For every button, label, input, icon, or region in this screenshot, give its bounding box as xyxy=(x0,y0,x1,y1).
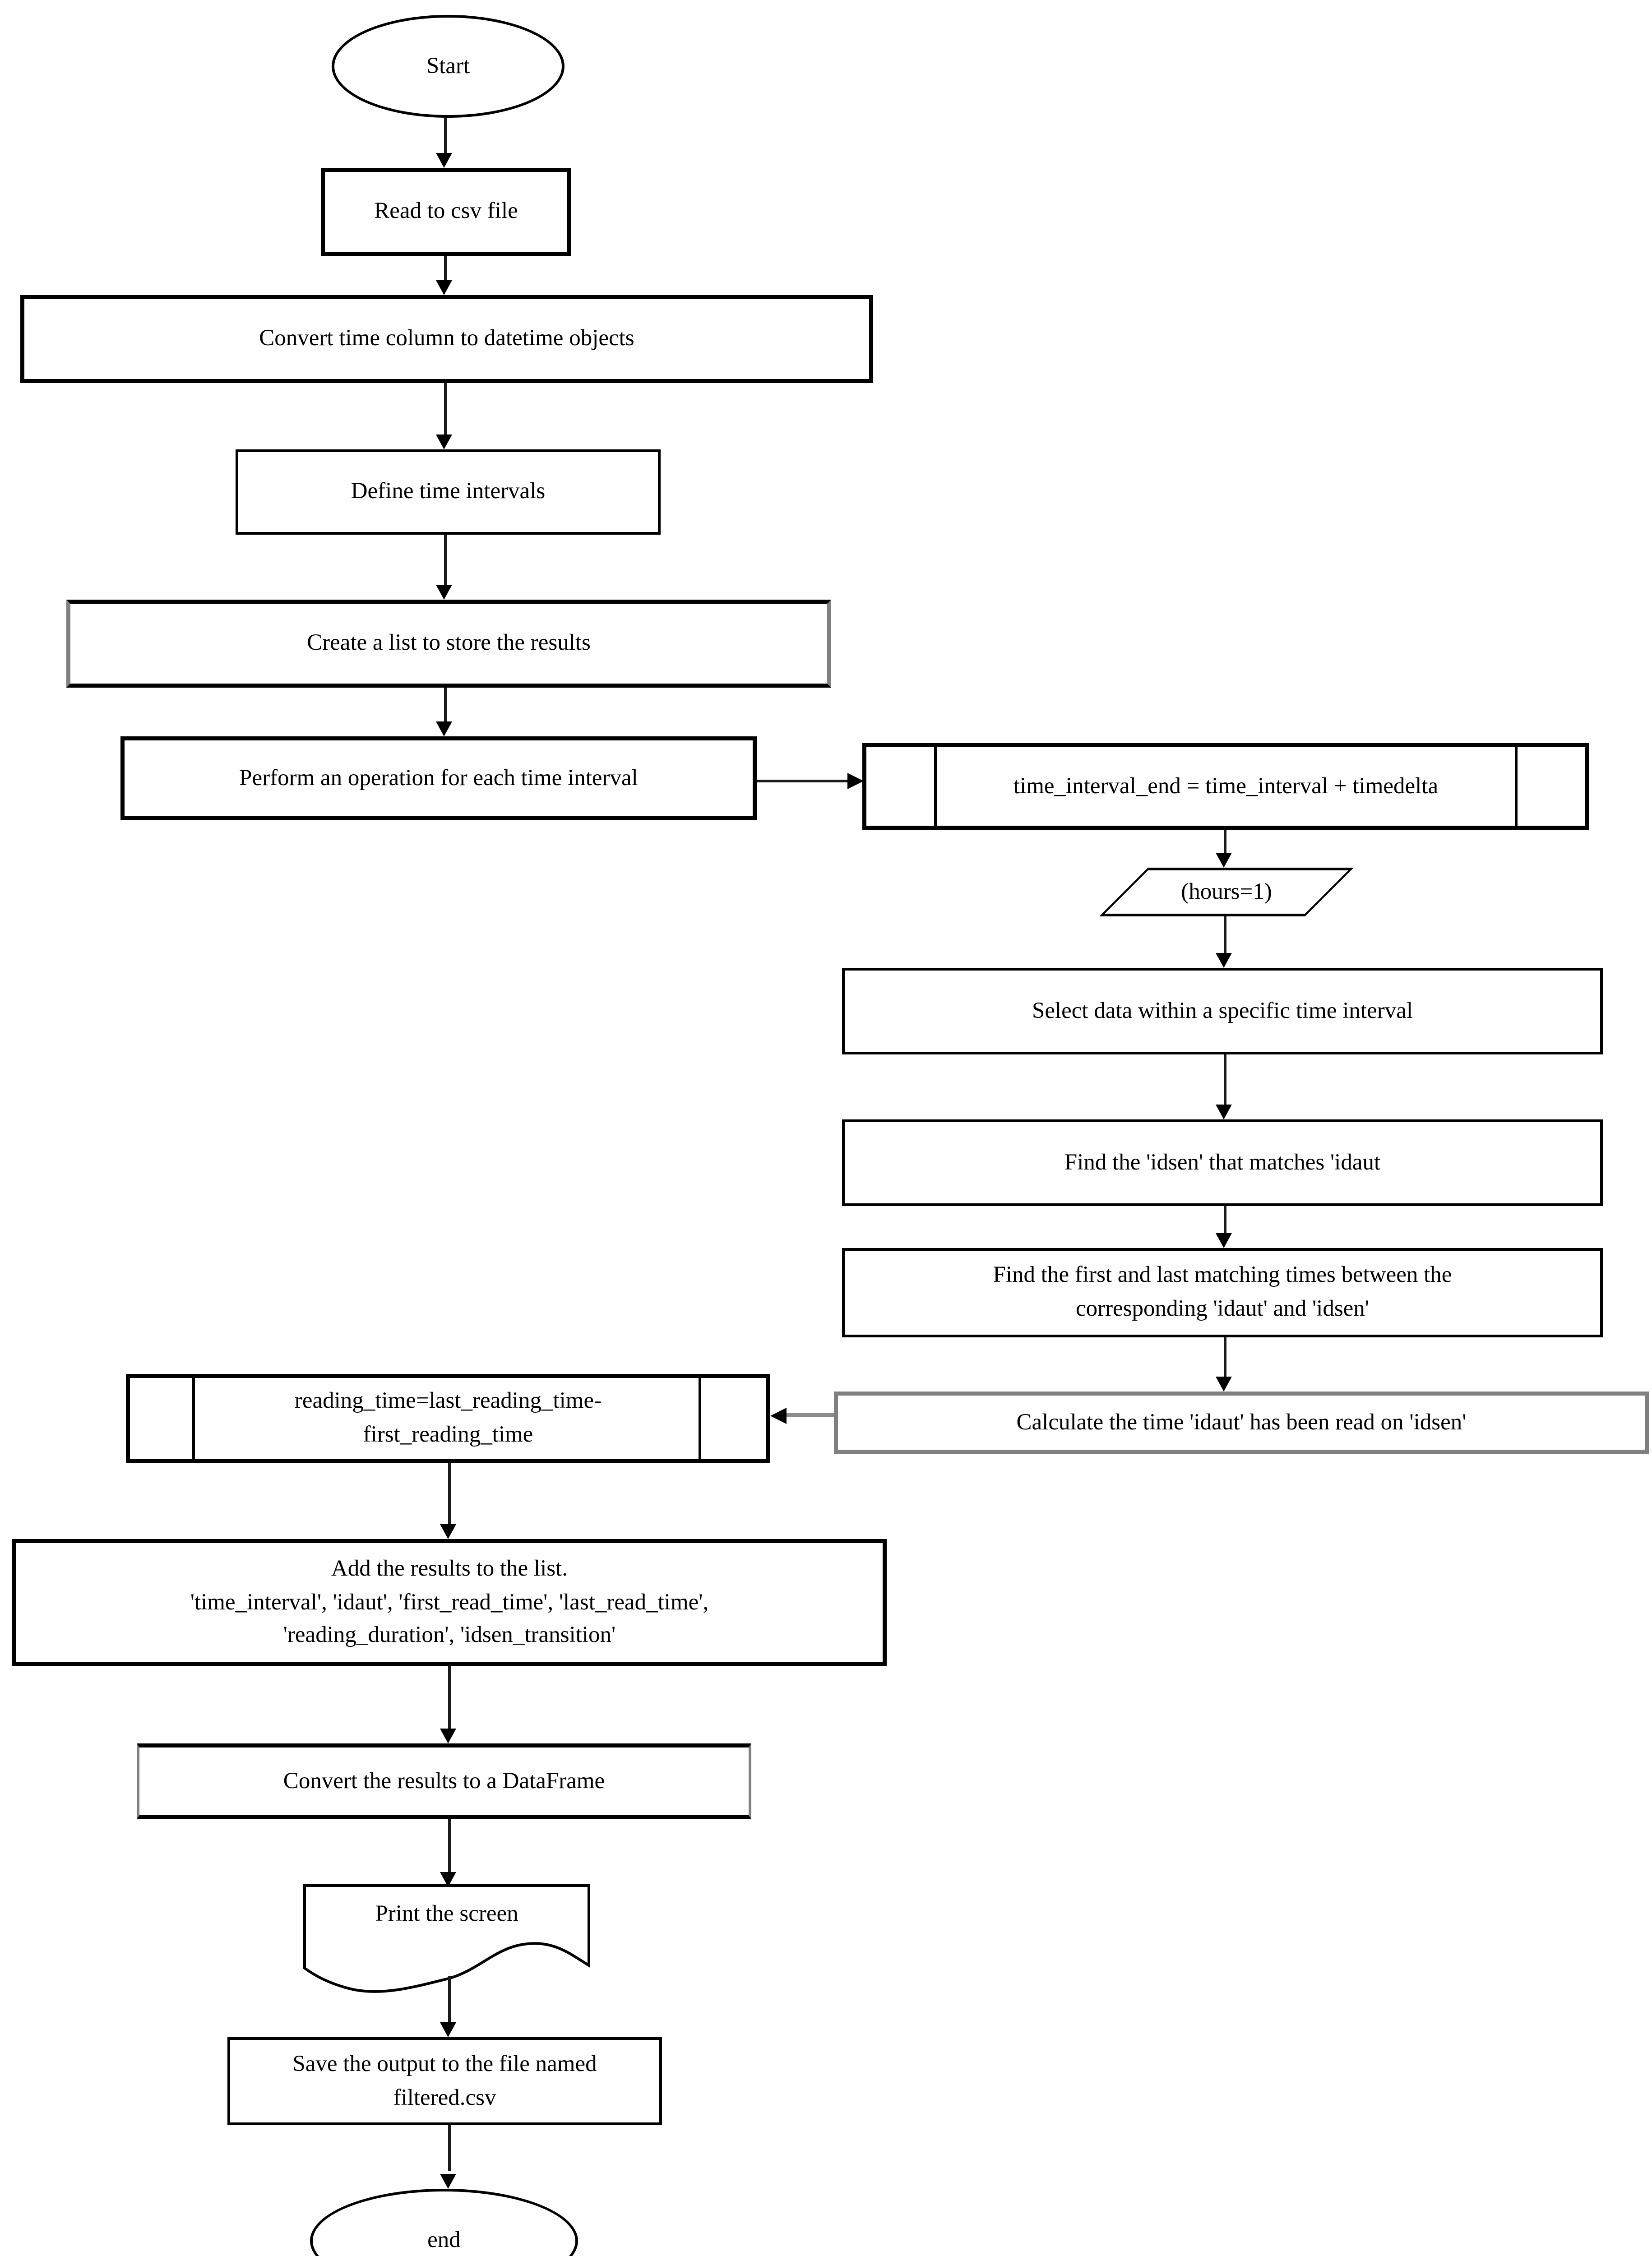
time-interval-end-label: time_interval_end = time_interval + time… xyxy=(1013,772,1439,799)
connector-perform-timedelta xyxy=(757,780,850,782)
reading-time-line1: reading_time=last_reading_time- xyxy=(294,1388,602,1414)
arrowhead-create-perform xyxy=(436,721,452,736)
arrowhead-perform-timedelta xyxy=(847,773,864,789)
connector-read-convert xyxy=(444,256,447,282)
process-convert-time: Convert time column to datetime objects xyxy=(20,295,873,383)
process-select-data: Select data within a specific time inter… xyxy=(842,968,1603,1054)
find-first-last-line1: Find the first and last matching times b… xyxy=(993,1262,1452,1288)
arrowhead-save-end xyxy=(440,2174,456,2189)
reading-left-bar xyxy=(192,1378,195,1459)
document-shape-svg xyxy=(303,1884,590,1993)
connector-timedelta-hours xyxy=(1224,830,1226,855)
connector-reading-addresults xyxy=(448,1463,451,1526)
process-perform-operation: Perform an operation for each time inter… xyxy=(120,736,757,820)
arrowhead-select-findidsen xyxy=(1216,1105,1232,1119)
add-results-line3: 'reading_duration', 'idsen_transition' xyxy=(283,1622,616,1648)
connector-convert-define xyxy=(444,383,447,436)
select-data-label: Select data within a specific time inter… xyxy=(1032,997,1413,1023)
perform-operation-label: Perform an operation for each time inter… xyxy=(239,764,638,791)
arrowhead-convert-define xyxy=(436,435,452,449)
start-terminator: Start xyxy=(332,15,565,118)
process-calculate-time: Calculate the time 'idaut' has been read… xyxy=(834,1392,1649,1454)
define-intervals-label: Define time intervals xyxy=(351,478,546,504)
arrowhead-read-convert xyxy=(436,280,452,295)
arrowhead-reading-addresults xyxy=(440,1524,456,1539)
connector-findidsen-findtimes xyxy=(1224,1206,1226,1234)
end-label: end xyxy=(427,2227,461,2253)
arrowhead-timedelta-hours xyxy=(1216,853,1232,868)
convert-time-label: Convert time column to datetime objects xyxy=(259,325,634,351)
process-create-list: Create a list to store the results xyxy=(66,600,831,688)
calculate-time-label: Calculate the time 'idaut' has been read… xyxy=(1016,1409,1467,1435)
arrowhead-define-create xyxy=(436,585,452,600)
connector-dataframe-print xyxy=(448,1819,451,1873)
document-print-screen: Print the screen xyxy=(303,1884,590,1998)
connector-hours-select xyxy=(1224,916,1226,956)
print-screen-label: Print the screen xyxy=(375,1900,518,1926)
process-find-first-last: Find the first and last matching times b… xyxy=(842,1248,1603,1337)
predefined-left-bar xyxy=(934,747,937,826)
connector-define-create xyxy=(444,535,447,586)
hours-label: (hours=1) xyxy=(1181,878,1272,904)
connector-start-read xyxy=(444,118,447,154)
process-save-output: Save the output to the file named filter… xyxy=(227,2037,662,2125)
arrowhead-hours-select xyxy=(1216,953,1232,968)
connector-create-perform xyxy=(444,688,447,723)
predefined-reading-time: reading_time=last_reading_time- first_re… xyxy=(126,1374,770,1463)
predefined-right-bar xyxy=(1515,747,1518,826)
convert-dataframe-label: Convert the results to a DataFrame xyxy=(283,1767,605,1794)
start-label: Start xyxy=(426,52,470,79)
process-define-intervals: Define time intervals xyxy=(236,449,661,535)
process-find-idsen: Find the 'idsen' that matches 'idaut xyxy=(842,1119,1603,1206)
connector-print-save xyxy=(448,1976,451,2024)
arrowhead-findtimes-calculate xyxy=(1216,1377,1232,1392)
connector-calculate-reading xyxy=(782,1413,834,1417)
add-results-line2: 'time_interval', 'idaut', 'first_read_ti… xyxy=(190,1589,709,1615)
process-add-results: Add the results to the list. 'time_inter… xyxy=(12,1539,887,1666)
connector-addresults-dataframe xyxy=(448,1666,451,1730)
connector-save-end xyxy=(448,2125,451,2171)
arrowhead-addresults-dataframe xyxy=(440,1729,456,1743)
find-first-last-line2: corresponding 'idaut' and 'idsen' xyxy=(1075,1295,1370,1321)
process-read-csv: Read to csv file xyxy=(321,168,571,256)
save-output-line2: filtered.csv xyxy=(393,2084,496,2110)
create-list-label: Create a list to store the results xyxy=(307,629,591,656)
find-idsen-label: Find the 'idsen' that matches 'idaut xyxy=(1064,1149,1381,1175)
read-csv-label: Read to csv file xyxy=(374,198,518,224)
save-output-line1: Save the output to the file named xyxy=(292,2050,597,2076)
connector-select-findidsen xyxy=(1224,1054,1226,1106)
reading-right-bar xyxy=(699,1378,701,1459)
arrowhead-findidsen-findtimes xyxy=(1216,1233,1232,1248)
arrowhead-start-read xyxy=(436,153,452,168)
reading-time-line2: first_reading_time xyxy=(363,1421,533,1447)
arrowhead-print-save xyxy=(440,2022,456,2037)
add-results-line1: Add the results to the list. xyxy=(331,1555,568,1581)
end-terminator: end xyxy=(310,2189,578,2256)
predefined-time-interval-end: time_interval_end = time_interval + time… xyxy=(862,743,1589,830)
process-convert-dataframe: Convert the results to a DataFrame xyxy=(137,1743,751,1819)
arrowhead-calculate-reading xyxy=(770,1408,787,1424)
connector-findtimes-calculate xyxy=(1224,1337,1226,1378)
